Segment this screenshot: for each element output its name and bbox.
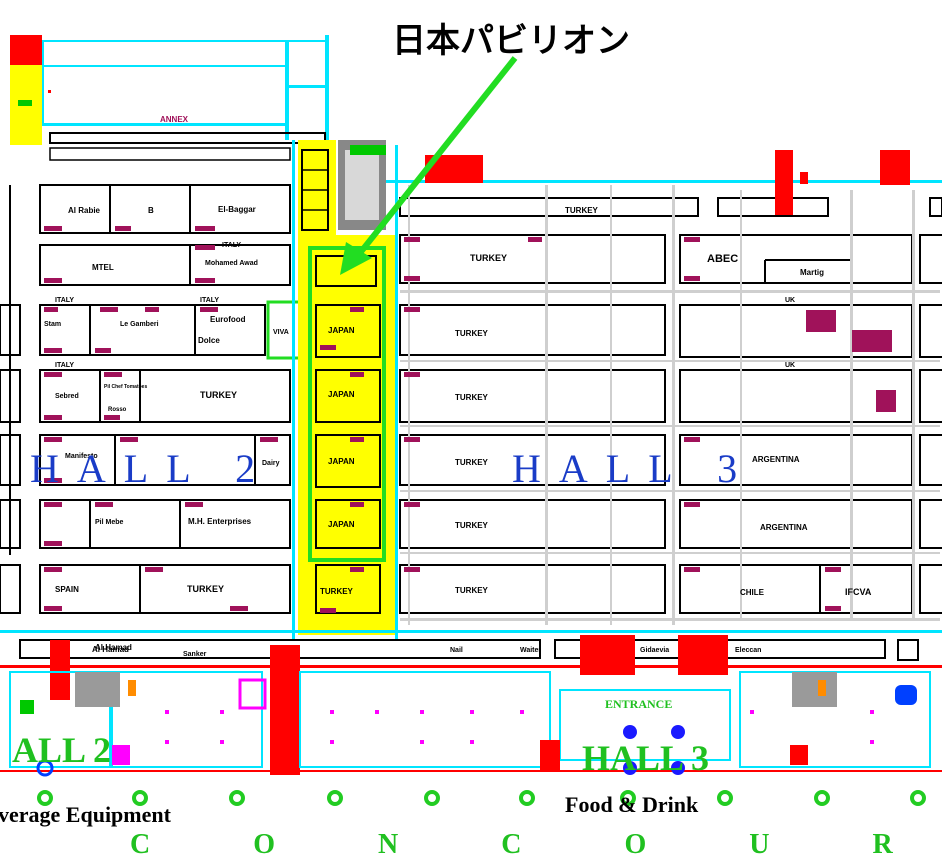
hall3-big-label: HALL 3 — [582, 738, 709, 778]
booth-label: Pil Mebe — [95, 519, 124, 526]
bottom-booth-row: Al Hamad Nail Waiter Gidaevia Eleccan — [19, 635, 919, 775]
japan-booth-tags — [320, 307, 364, 613]
hall3-right-edge — [919, 234, 942, 614]
japan-pavilion-strip — [298, 140, 398, 635]
concourse-markers — [37, 790, 926, 806]
booth-label: ARGENTINA — [752, 455, 800, 464]
booth-label: Eleccan — [735, 647, 761, 654]
booth-label: JAPAN — [328, 520, 355, 529]
booth-label: Dolce — [198, 336, 220, 345]
country-label: ITALY — [55, 362, 74, 369]
booth-label: Dairy — [262, 460, 280, 467]
booth-label: Pil Chef Tomatoes — [104, 384, 147, 390]
booth-label: Sebred — [55, 393, 79, 400]
booth-label: TURKEY — [565, 206, 599, 215]
svg-text:ANNEX: ANNEX — [160, 115, 189, 124]
booth-label: Sanker — [183, 651, 207, 658]
booth-label: ABEC — [707, 253, 738, 265]
booth-label: Martig — [800, 268, 824, 277]
booth-label: SPAIN — [55, 585, 79, 594]
booth-label: M.H. Enterprises — [188, 517, 252, 526]
food-drink-label: Food & Drink — [565, 792, 699, 817]
hall3-label: HALL 3 — [512, 446, 755, 491]
booth-label: Manifesto — [65, 453, 98, 460]
annotation-arrow-shaft — [353, 56, 518, 260]
booth-label: Rosso — [108, 407, 127, 413]
booth-label: El-Baggar — [218, 205, 256, 214]
country-label: ITALY — [200, 297, 219, 304]
column-dots — [165, 710, 874, 744]
booth-label: ARGENTINA — [760, 523, 808, 532]
booth-label: TURKEY — [455, 393, 489, 402]
booth-label: IFCVA — [845, 587, 872, 597]
japan-booth-labels: JAPAN JAPAN JAPAN JAPAN TURKEY — [320, 326, 355, 596]
hall3-booth-labels: TURKEY TURKEY TURKEY TURKEY TURKEY TURKE… — [455, 253, 872, 597]
booth-label: TURKEY — [187, 584, 224, 594]
country-label: ITALY — [222, 242, 241, 249]
booth-label: Mohamed Awad — [205, 260, 258, 267]
booth-label: JAPAN — [328, 326, 355, 335]
booth-label: JAPAN — [328, 457, 355, 466]
booth-label: Nail — [450, 647, 463, 654]
walkway-lines — [0, 140, 942, 640]
hall2-booth-tags — [44, 226, 278, 611]
hall2-booths — [39, 184, 291, 614]
hall2-big-label: ALL 2 — [12, 730, 111, 770]
japan-pavilion-annotation: 日本パビリオン — [392, 21, 630, 61]
annotation-arrow-head — [340, 242, 372, 275]
booth-label: Gidaevia — [640, 647, 669, 654]
hall2-left-edge — [0, 185, 21, 614]
hall3-booth-tags — [404, 237, 896, 611]
country-label: UK — [785, 362, 795, 369]
lower-service-area: ENTRANCE ALL 2 HALL 3 — [0, 665, 942, 778]
booth-label: TURKEY — [455, 586, 489, 595]
booth-label: TURKEY — [455, 329, 489, 338]
booth-label: Al Hamad — [95, 643, 132, 652]
concourse-label: C O N C O U R S E 1 — [130, 829, 942, 860]
booth-label: Stam — [44, 321, 61, 328]
hall3-grey-gridlines — [400, 185, 940, 625]
booth-label: MTEL — [92, 263, 114, 272]
booth-label: TURKEY — [320, 587, 354, 596]
booth-label: CHILE — [740, 588, 765, 597]
beverage-equipment-label: verage Equipment — [0, 802, 172, 827]
hall2-booth-labels: Al Rabie B El-Baggar MTEL Mohamed Awad S… — [44, 205, 289, 658]
booth-label: B — [148, 206, 154, 215]
booth-label: Waiter — [520, 647, 541, 654]
country-label: UK — [785, 297, 795, 304]
booth-label: VIVA — [273, 329, 289, 336]
booth-label: Le Gamberi — [120, 321, 159, 328]
entrance-label: ENTRANCE — [605, 697, 672, 711]
booth-label: Al Hamad — [92, 645, 129, 654]
booth-label: TURKEY — [470, 253, 507, 263]
booth-label: TURKEY — [455, 458, 489, 467]
top-left-building: ANNEX — [10, 35, 329, 161]
booth-label: Eurofood — [210, 315, 246, 324]
country-label: ITALY — [55, 297, 74, 304]
booth-label: TURKEY — [200, 390, 237, 400]
booth-label: TURKEY — [455, 521, 489, 530]
booth-label: Al Rabie — [68, 206, 101, 215]
booth-label: JAPAN — [328, 390, 355, 399]
hall2-label: HALL 2 — [30, 446, 273, 491]
